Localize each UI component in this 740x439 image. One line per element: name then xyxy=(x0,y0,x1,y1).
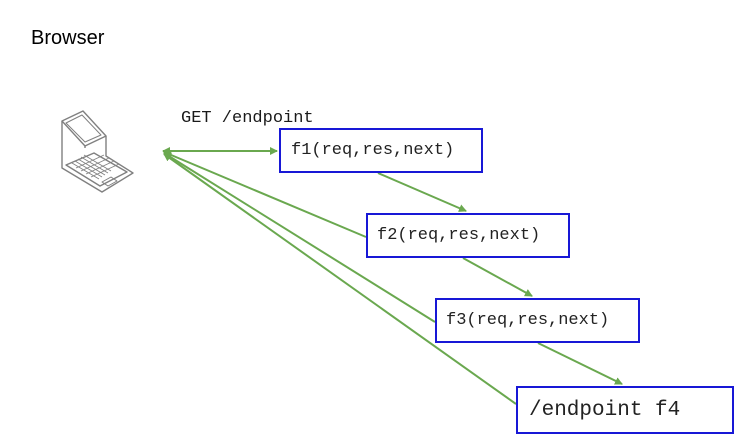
middleware-box-f2[interactable]: f2(req,res,next) xyxy=(366,213,570,258)
arrow-f4-to-browser xyxy=(163,153,517,405)
arrow-f2-to-f3 xyxy=(462,257,533,297)
arrow-f3-to-f4 xyxy=(537,342,623,385)
arrow-f2-to-browser xyxy=(163,151,367,238)
middleware-box-f1[interactable]: f1(req,res,next) xyxy=(279,128,483,173)
request-label: GET /endpoint xyxy=(181,109,314,128)
arrow-f3-to-browser xyxy=(163,152,436,323)
endpoint-box-f4[interactable]: /endpoint f4 xyxy=(516,386,734,434)
laptop-icon xyxy=(61,110,134,193)
middleware-box-f3[interactable]: f3(req,res,next) xyxy=(435,298,640,343)
diagram-title: Browser xyxy=(31,27,105,49)
arrow-f1-to-f2 xyxy=(377,172,467,212)
